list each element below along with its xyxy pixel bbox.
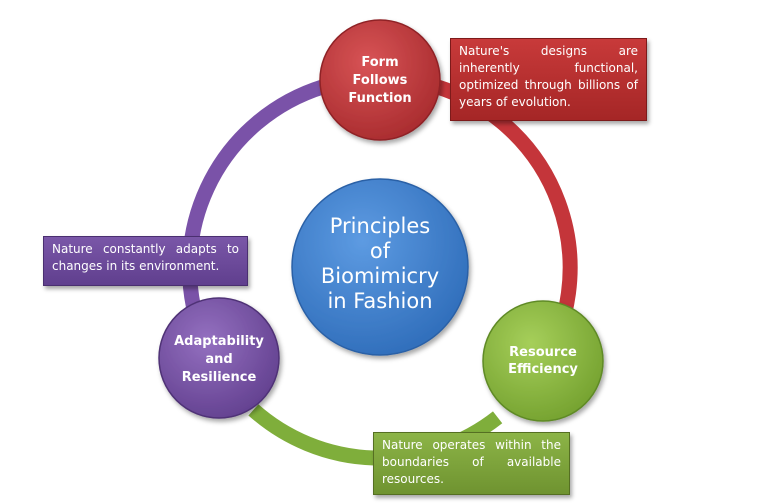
node-form-line-3: Function (348, 91, 411, 106)
center-line-3: Biomimicry (321, 264, 439, 288)
node-adapt-line-2: and (205, 352, 232, 367)
callout-resource-efficiency: Nature operates within the boundaries of… (373, 432, 570, 495)
center-line-4: in Fashion (327, 289, 432, 313)
node-adapt-line-1: Adaptability (174, 334, 264, 349)
callout-form-follows-function: Nature's designs are inherently function… (450, 38, 647, 121)
center-line-1: Principles (330, 214, 430, 238)
callout-adaptability-and-resilience: Nature constantly adapts to changes in i… (43, 236, 248, 286)
node-adaptability-and-resilience: Adaptability and Resilience (158, 297, 280, 419)
node-resource-line-1: Resource (509, 345, 577, 360)
node-form-line-1: Form (361, 55, 398, 70)
node-resource-line-2: Efficiency (508, 362, 578, 377)
node-form-follows-function: Form Follows Function (319, 19, 441, 141)
ring-arc-adapt-to-form (182, 79, 326, 346)
node-form-line-2: Follows (353, 73, 408, 88)
center-line-2: of (370, 239, 391, 263)
node-adapt-line-3: Resilience (182, 370, 257, 385)
node-resource-efficiency: Resource Efficiency (482, 300, 604, 422)
center-node: Principles of Biomimicry in Fashion (291, 178, 469, 356)
